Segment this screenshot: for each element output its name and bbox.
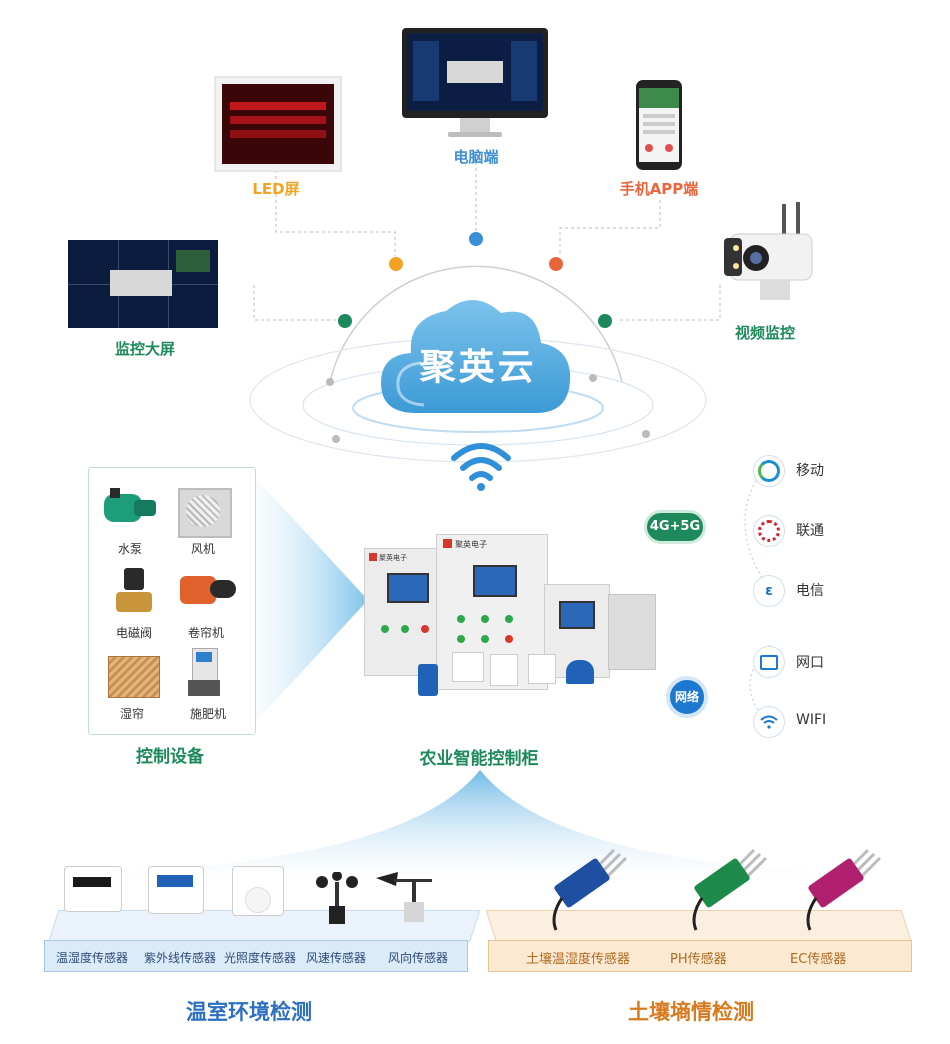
led-screen-image bbox=[214, 76, 342, 172]
device-label-valve: 电磁阀 bbox=[115, 626, 152, 640]
soil-sensor-2: EC传感器 bbox=[790, 952, 847, 967]
cloud-title: 聚英云 bbox=[419, 347, 537, 388]
soil-label-bar bbox=[488, 940, 912, 972]
net-ethernet: 网口 bbox=[796, 655, 824, 671]
china-mobile-icon bbox=[753, 455, 785, 487]
env-sensor-4: 风向传感器 bbox=[388, 951, 449, 965]
wifi-signal-icon bbox=[451, 443, 511, 491]
arc-dot-green-right bbox=[598, 314, 612, 328]
network-badge: 网络 bbox=[666, 676, 708, 718]
cabinet-left: 聚英电子 bbox=[364, 548, 440, 676]
device-label-fan: 风机 bbox=[190, 542, 215, 556]
pc-monitor-stand bbox=[460, 118, 490, 134]
camera-icon bbox=[724, 202, 813, 300]
carrier-telecom: 电信 bbox=[796, 583, 824, 599]
device-label-fertilizer: 施肥机 bbox=[189, 707, 226, 721]
fertilizer-machine-image bbox=[184, 648, 224, 698]
cabinet-sensor-box-1 bbox=[452, 652, 484, 682]
carrier-mobile: 移动 bbox=[796, 463, 824, 479]
bigscreen-label: 监控大屏 bbox=[114, 340, 175, 358]
water-pump-image bbox=[104, 486, 156, 526]
temp-humidity-sensor-image bbox=[64, 866, 122, 912]
cabinet-far-right bbox=[608, 594, 656, 670]
ethernet-port-icon bbox=[753, 646, 785, 678]
cabinet-sensor-probe bbox=[418, 664, 438, 696]
cabinet-sensor-box-3 bbox=[528, 654, 556, 684]
wifi-icon bbox=[753, 706, 785, 738]
phone-image bbox=[636, 80, 682, 170]
light-sensor-image bbox=[232, 866, 284, 916]
env-sensor-3: 风速传感器 bbox=[306, 951, 367, 965]
net-wifi: WIFI bbox=[796, 712, 827, 728]
env-sensor-1: 紫外线传感器 bbox=[144, 951, 217, 965]
arc-dot-grey-3 bbox=[332, 435, 340, 443]
arc-dot-red bbox=[549, 257, 563, 271]
china-unicom-icon bbox=[753, 515, 785, 547]
env-sensor-0: 温湿度传感器 bbox=[56, 951, 129, 965]
china-telecom-icon: ε bbox=[753, 575, 785, 607]
roller-motor-image bbox=[180, 568, 236, 610]
bigscreen-image bbox=[68, 240, 218, 328]
soil-sensor-1: PH传感器 bbox=[670, 952, 727, 967]
cabinet-title: 农业智能控制柜 bbox=[419, 749, 539, 769]
soil-sensor-0: 土壤温湿度传感器 bbox=[526, 952, 631, 967]
device-label-curtain: 湿帘 bbox=[119, 707, 144, 721]
ph-sensor-icon bbox=[692, 848, 768, 931]
4g5g-badge: 4G+5G bbox=[644, 510, 706, 544]
video-label: 视频监控 bbox=[734, 324, 795, 342]
arc-dot-green-left bbox=[338, 314, 352, 328]
network-badge-label: 网络 bbox=[674, 690, 699, 704]
wet-curtain-image bbox=[108, 656, 160, 698]
solenoid-valve-image bbox=[114, 568, 154, 616]
env-sensor-2: 光照度传感器 bbox=[224, 951, 297, 965]
arc-dot-grey-1 bbox=[326, 378, 334, 386]
fan-image bbox=[178, 488, 232, 538]
arc-dot-orange bbox=[389, 257, 403, 271]
wind-vane-icon bbox=[376, 872, 432, 922]
anemometer-icon bbox=[316, 872, 358, 924]
pc-monitor-base bbox=[448, 132, 502, 137]
cloud-icon bbox=[381, 299, 571, 413]
led-label: LED屏 bbox=[252, 180, 300, 198]
sensor-beam bbox=[40, 770, 900, 874]
uv-sensor-image bbox=[148, 866, 204, 914]
device-label-roller: 卷帘机 bbox=[187, 626, 224, 640]
soil-moisture-sensor-icon bbox=[552, 848, 628, 931]
env-label-bar bbox=[44, 940, 468, 972]
control-beam bbox=[248, 470, 368, 730]
control-title: 控制设备 bbox=[136, 747, 204, 767]
pc-label: 电脑端 bbox=[453, 148, 499, 166]
device-label-pump: 水泵 bbox=[117, 542, 142, 556]
carrier-unicom: 联通 bbox=[796, 523, 824, 539]
env-title: 温室环境检测 bbox=[186, 1000, 312, 1024]
4g5g-label: 4G+5G bbox=[649, 519, 701, 534]
arc-dot-blue bbox=[469, 232, 483, 246]
soil-title: 土壤墒情检测 bbox=[628, 1000, 754, 1024]
arc-dot-grey-4 bbox=[642, 430, 650, 438]
cabinet-sensor-mount bbox=[566, 660, 594, 684]
app-label: 手机APP端 bbox=[619, 180, 699, 198]
pc-monitor-image bbox=[402, 28, 548, 120]
arc-dot-grey-2 bbox=[589, 374, 597, 382]
ec-sensor-icon bbox=[806, 848, 882, 931]
cabinet-sensor-box-2 bbox=[490, 654, 518, 686]
